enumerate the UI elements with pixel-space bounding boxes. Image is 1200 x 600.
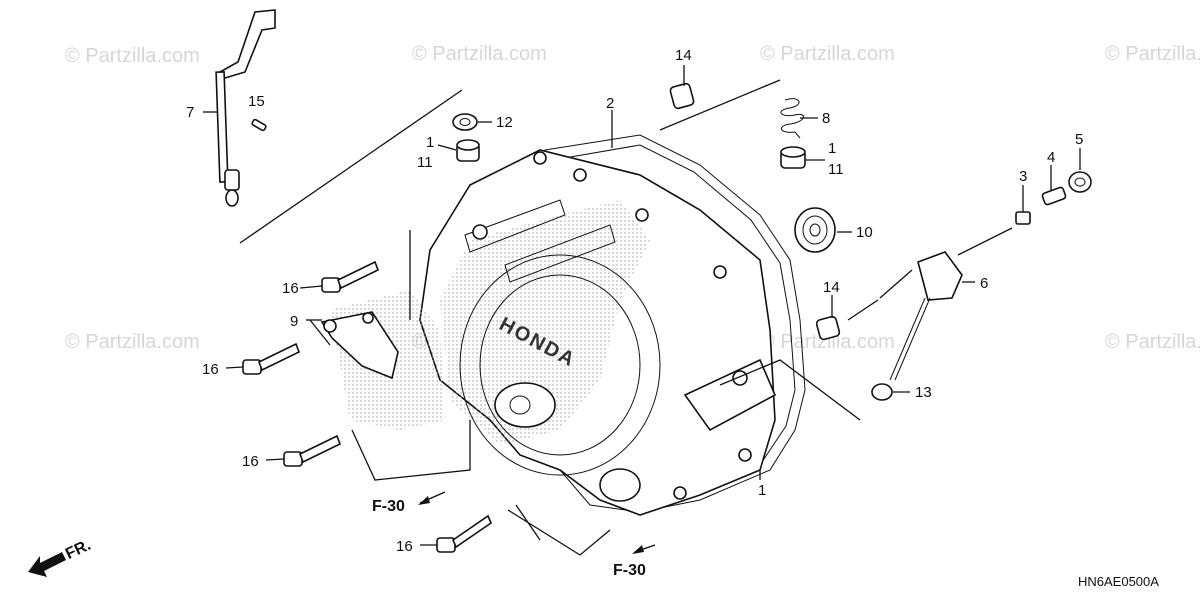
callout-1: 1	[828, 140, 836, 157]
bolt-hole	[635, 208, 649, 222]
bolt-hole	[533, 151, 547, 165]
callout-2: 2	[606, 95, 614, 112]
plate	[320, 311, 399, 380]
callout-6: 6	[980, 275, 988, 292]
cap-5	[1068, 171, 1092, 193]
watermark: © Partzilla.com	[1105, 331, 1200, 353]
spring-4	[1041, 186, 1067, 206]
front-indicator: FR.	[28, 537, 94, 577]
bearing	[794, 207, 836, 253]
bolt-hole	[738, 448, 752, 462]
cover-rib	[504, 224, 616, 283]
bolt-16-a	[321, 260, 380, 293]
callout-1: 1	[758, 482, 766, 499]
clutch-dome	[459, 254, 661, 476]
bolt-hole	[673, 486, 687, 500]
plug-3	[1015, 211, 1031, 225]
seal-12	[452, 113, 478, 131]
dowel-14-top	[669, 82, 695, 110]
callout-12: 12	[496, 114, 513, 131]
spring	[780, 98, 804, 139]
callout-11: 11	[828, 161, 844, 178]
dipstick	[889, 251, 963, 381]
bolt-hole	[713, 265, 727, 279]
dowel-14-mid	[815, 315, 841, 341]
callouts: 1 1 1 2 3 4 5 6 7 8 9 10 11 11 12 13 14 …	[186, 47, 1083, 555]
bolt-hole	[732, 370, 748, 386]
bolt-16-c	[283, 434, 342, 467]
boss-hole	[509, 395, 531, 415]
cover-rib	[464, 199, 566, 253]
watermark: © Partzilla.com	[760, 331, 895, 353]
callout-15: 15	[248, 93, 265, 110]
front-label: FR.	[63, 537, 94, 563]
bolt-hole	[472, 224, 488, 240]
callout-16: 16	[242, 453, 259, 470]
reference-label: F-30	[613, 562, 646, 579]
bolt-16-d	[436, 514, 492, 553]
cover-lug	[683, 358, 777, 432]
reference-label: F-30	[372, 498, 405, 515]
watermark: © Partzilla.com	[65, 331, 200, 353]
callout-10: 10	[856, 224, 873, 241]
callout-13: 13	[915, 384, 932, 401]
boss	[494, 382, 556, 428]
callout-16: 16	[396, 538, 413, 555]
ref-arrow-head	[632, 545, 644, 554]
boss-lower	[599, 468, 641, 502]
dowel-11-left	[456, 139, 480, 162]
bolt-16-b	[242, 342, 301, 375]
watermark: © Partzilla.com	[760, 43, 895, 65]
pin	[251, 118, 267, 132]
callout-8: 8	[822, 110, 830, 127]
ref-arrow-head	[418, 496, 430, 505]
callout-7: 7	[186, 104, 194, 121]
callout-1: 1	[426, 134, 434, 151]
bolt-hole	[573, 168, 587, 182]
callout-11: 11	[417, 154, 433, 171]
watermark: © Partzilla.com	[412, 43, 547, 65]
callout-3: 3	[1019, 168, 1027, 185]
diagram-code: HN6AE0500A	[1078, 574, 1159, 589]
callout-16: 16	[202, 361, 219, 378]
callout-14: 14	[823, 279, 840, 296]
callout-9: 9	[290, 313, 298, 330]
callout-5: 5	[1075, 131, 1083, 148]
watermark: © Partzilla.com	[1105, 43, 1200, 65]
clutch-dome-inner	[479, 274, 641, 456]
dowel-11-right	[780, 146, 806, 169]
callout-16: 16	[282, 280, 299, 297]
cover-shading	[440, 200, 650, 445]
o-ring	[871, 383, 893, 401]
callout-4: 4	[1047, 149, 1055, 166]
callout-14: 14	[675, 47, 692, 64]
rod-assembly	[215, 9, 276, 207]
watermark: © Partzilla.com	[65, 45, 200, 67]
leader-lines	[203, 65, 1081, 556]
